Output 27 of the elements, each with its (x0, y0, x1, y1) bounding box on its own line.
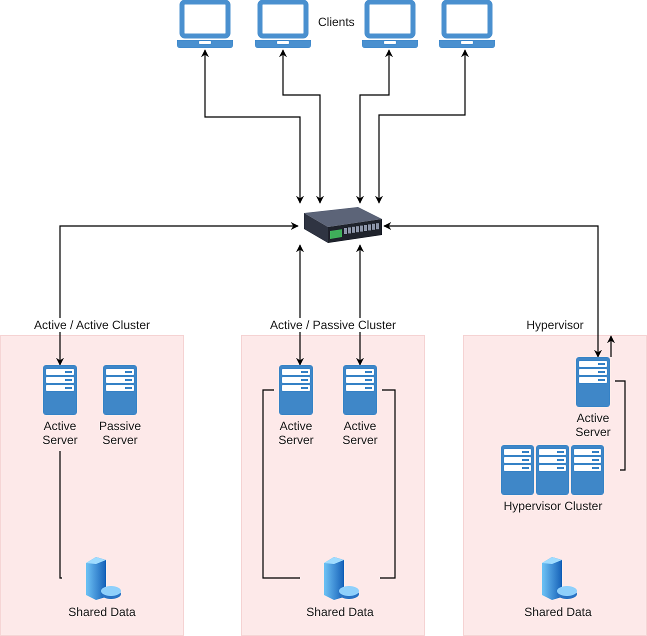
node-label: Active Server (341, 419, 379, 447)
arrow (607, 335, 615, 357)
laptop-icon (175, 0, 235, 50)
arrow (356, 49, 393, 204)
laptop-icon (253, 0, 313, 50)
node-label: Hypervisor Cluster (502, 499, 604, 513)
arrow (296, 244, 304, 366)
connector-line (59, 451, 62, 579)
arrow (56, 222, 299, 366)
node-label: Active Server (277, 419, 315, 447)
connector-line (615, 380, 626, 471)
node-label: Shared Data (305, 605, 375, 619)
arrow (279, 49, 324, 204)
node-label: Active Server (41, 419, 79, 447)
arrow (201, 49, 304, 204)
arrow (383, 222, 602, 358)
group-label: Clients (318, 15, 355, 29)
node-label: Shared Data (523, 605, 593, 619)
laptop-icon (360, 0, 420, 50)
node-label: Passive Server (98, 419, 142, 447)
connector-line (262, 389, 300, 579)
connector-line (380, 389, 396, 579)
node-label: Active Server (574, 411, 612, 439)
laptop-icon (437, 0, 497, 50)
arrow (356, 244, 364, 366)
node-label: Shared Data (67, 605, 137, 619)
arrow (375, 49, 469, 204)
